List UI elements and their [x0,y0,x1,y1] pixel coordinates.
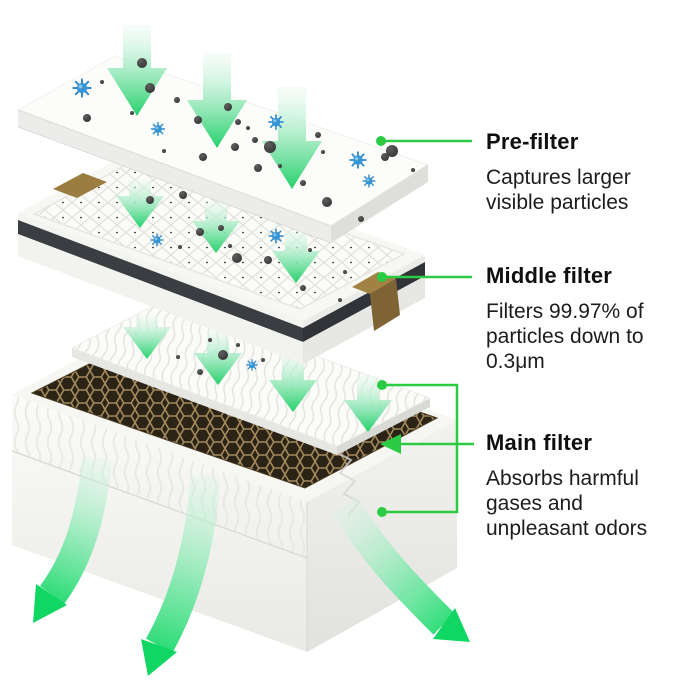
down-arrow-airflow-icon-row1 [107,25,322,189]
callout-connectors [376,136,474,517]
middle-filter-title: Middle filter [486,263,613,288]
pre-filter-description: Captures larger visible particles [486,166,631,214]
cardboard-tab-left [53,173,107,198]
dust-particle-icon-group [83,58,415,375]
down-arrow-airflow-icon-row2 [116,180,320,283]
callout-dot-icon [377,272,387,282]
middle-filter-callout-line [377,272,472,282]
callout-dot-icon [377,507,387,517]
callout-arrowhead-icon [380,434,401,454]
main-filter-description: Absorbs harmful gases and unpleasant odo… [486,467,648,540]
main-filter-callout: Main filter Absorbs harmful gases and un… [486,430,684,541]
down-arrow-airflow-icon-row3 [123,316,392,432]
pre-filter-title: Pre-filter [486,129,579,154]
callout-dot-icon [377,380,387,390]
pre-filter-callout: Pre-filter Captures larger visible parti… [486,129,684,215]
main-filter-title: Main filter [486,430,593,455]
pre-filter-layer [16,55,430,243]
curved-outflow-arrow-icon-group [33,456,470,676]
pre-filter-callout-line [376,136,472,146]
middle-filter-callout: Middle filter Filters 99.97% of particle… [486,263,684,374]
callout-dot-icon [376,136,386,146]
middle-filter-description: Filters 99.97% of particles down to 0.3μ… [486,300,644,373]
main-filter-callout-bracket [377,380,474,517]
